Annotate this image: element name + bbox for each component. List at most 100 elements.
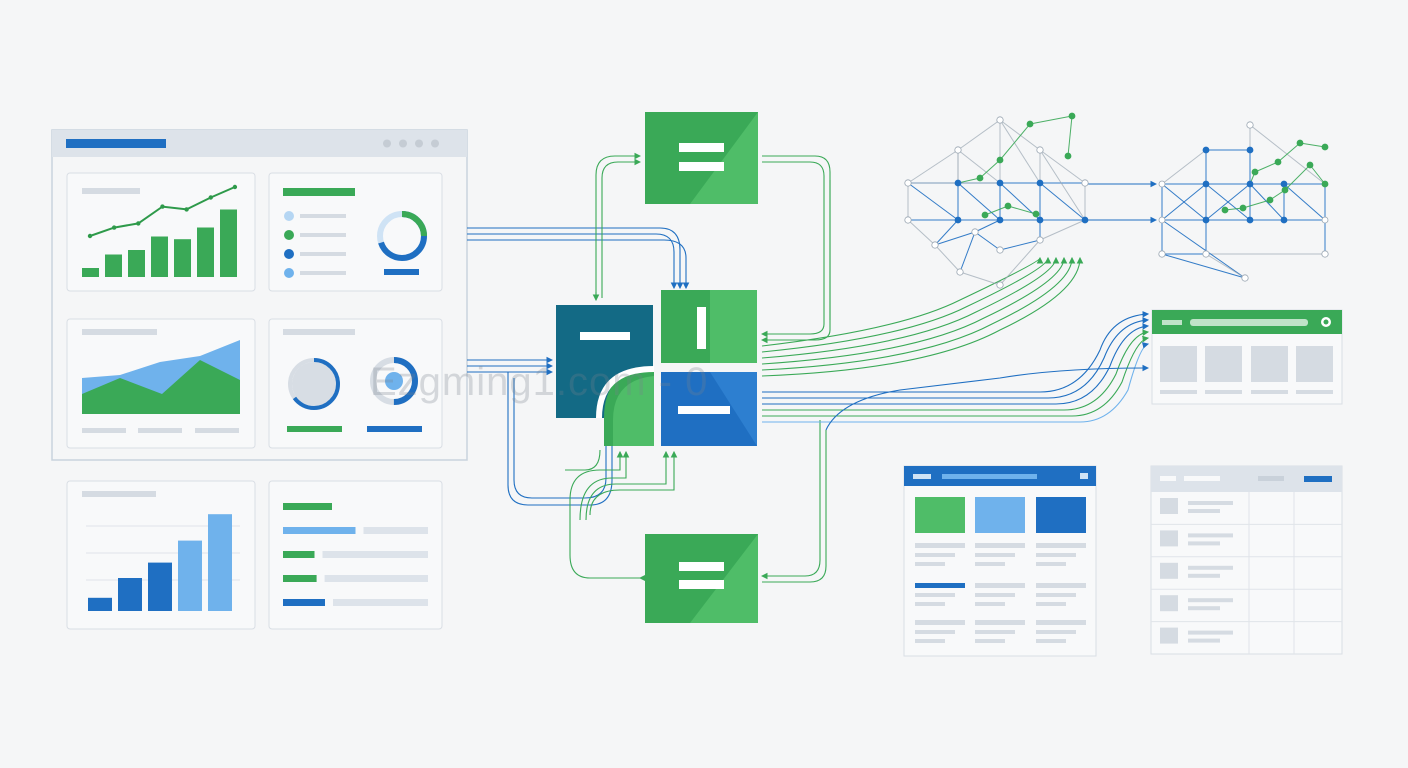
network-edge xyxy=(907,219,936,246)
network-edge xyxy=(907,149,959,184)
bar xyxy=(178,540,202,611)
legend-label-placeholder xyxy=(300,214,346,218)
panel-title-placeholder xyxy=(82,188,140,194)
row-thumbnail xyxy=(1160,595,1178,612)
window-dot[interactable] xyxy=(415,139,423,148)
donut-right-arc xyxy=(370,357,418,405)
network-node xyxy=(996,116,1004,124)
network-edge xyxy=(1249,124,1326,185)
network-node xyxy=(1032,210,1040,218)
network-node xyxy=(1241,274,1249,282)
network-edge xyxy=(1161,183,1207,221)
table-header-action[interactable] xyxy=(1304,476,1332,482)
donut-right-center xyxy=(385,372,403,390)
network-node xyxy=(1321,143,1329,151)
network-node xyxy=(904,216,912,224)
network-node xyxy=(1064,152,1072,160)
row-text xyxy=(1188,630,1233,635)
network-edge xyxy=(957,182,1001,221)
hub-tile-label xyxy=(678,406,730,414)
row-text xyxy=(1188,533,1233,538)
bar xyxy=(151,236,168,277)
panel-title-placeholder xyxy=(82,491,156,497)
network-edge xyxy=(934,219,959,246)
network-edge xyxy=(999,119,1041,184)
network-node xyxy=(1068,112,1076,120)
network-edge xyxy=(1249,183,1285,221)
window-dot[interactable] xyxy=(383,139,391,148)
network-edge xyxy=(1309,164,1326,185)
network-node xyxy=(904,179,912,187)
thumbnail[interactable] xyxy=(1160,346,1197,382)
network-node xyxy=(1266,196,1274,204)
window-title-accent xyxy=(66,139,166,148)
network-node xyxy=(1306,161,1314,169)
area-series-green xyxy=(82,360,240,414)
network-node xyxy=(1296,139,1304,147)
network-node xyxy=(996,179,1004,187)
network-node xyxy=(1202,146,1210,154)
network-edge xyxy=(1254,161,1279,173)
row-text xyxy=(1188,541,1220,546)
network-edge xyxy=(1039,149,1086,184)
row-thumbnail xyxy=(1160,627,1178,644)
network-node xyxy=(954,146,962,154)
network-edge xyxy=(1277,142,1301,163)
network-edge xyxy=(999,239,1041,286)
axis-label-placeholder xyxy=(195,428,239,433)
window-dot[interactable] xyxy=(399,139,407,148)
list-bar xyxy=(283,527,356,534)
thumbnail[interactable] xyxy=(1251,346,1288,382)
network-node xyxy=(996,246,1004,254)
card-header-search[interactable] xyxy=(1190,319,1308,326)
network-edge xyxy=(1242,199,1271,209)
hub-tile-bar xyxy=(697,307,706,349)
bar-series xyxy=(88,514,232,611)
bar xyxy=(220,209,237,277)
row-text xyxy=(1188,573,1220,578)
network-edge xyxy=(1161,219,1246,279)
tile-light-blue[interactable] xyxy=(975,497,1025,533)
network-node xyxy=(1158,180,1166,188)
axis-label-placeholder xyxy=(138,428,182,433)
network-node xyxy=(1036,179,1044,187)
tile-blue[interactable] xyxy=(1036,497,1086,533)
network-node xyxy=(1246,121,1254,129)
network-edge xyxy=(984,205,1009,216)
tile-green[interactable] xyxy=(915,497,965,533)
network-node xyxy=(1202,216,1210,224)
card-header-label xyxy=(1162,320,1182,325)
network-node xyxy=(1158,216,1166,224)
network-edge xyxy=(934,231,976,246)
legend-label-placeholder xyxy=(300,252,346,256)
bar xyxy=(88,597,112,611)
network-edge xyxy=(999,239,1041,251)
panel-title-placeholder xyxy=(283,329,355,335)
network-edge xyxy=(907,182,959,221)
network-node xyxy=(1239,204,1247,212)
trend-points xyxy=(87,184,238,239)
bottom-document-node[interactable] xyxy=(645,534,758,623)
network-node xyxy=(1251,168,1259,176)
list-track xyxy=(322,551,428,558)
bar xyxy=(208,514,232,611)
network-node xyxy=(1281,186,1289,194)
legend-dot xyxy=(284,230,294,240)
donut-left-arc xyxy=(288,358,340,410)
trend-point xyxy=(232,184,238,190)
row-text xyxy=(1188,501,1233,505)
network-node xyxy=(996,216,1004,224)
thumbnail[interactable] xyxy=(1205,346,1242,382)
table-rows xyxy=(1151,498,1342,644)
network-node xyxy=(931,241,939,249)
window-dot[interactable] xyxy=(431,139,439,148)
panel-bar-chart xyxy=(66,480,256,630)
row-text xyxy=(1188,606,1220,611)
top-document-node[interactable] xyxy=(645,112,758,204)
list-track xyxy=(363,527,428,534)
caption-bar-blue xyxy=(367,426,422,432)
trend-point xyxy=(87,233,93,239)
row-text xyxy=(1188,509,1220,513)
thumbnail[interactable] xyxy=(1296,346,1333,382)
